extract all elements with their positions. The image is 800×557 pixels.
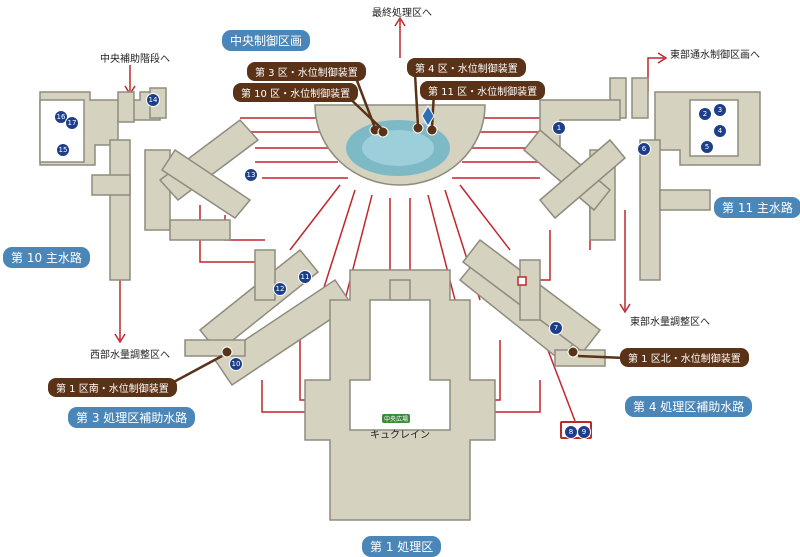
area-label-main-10: 第 10 主水路 (3, 247, 90, 268)
dest-east-channel: 東部通水制御区画へ (670, 50, 760, 61)
marker-1[interactable]: 1 (552, 121, 566, 135)
marker-11[interactable]: 11 (298, 270, 312, 284)
marker-14[interactable]: 14 (146, 93, 160, 107)
dest-west-regulation: 西部水量調整区へ (90, 350, 170, 361)
device-pins (221, 122, 579, 358)
marker-17[interactable]: 17 (65, 116, 79, 130)
dest-east-regulation: 東部水量調整区へ (630, 317, 710, 328)
place-name: キュクレイン (370, 430, 430, 441)
dest-central-stairs: 中央補助階段へ (100, 54, 170, 65)
dest-final: 最終処理区へ (372, 8, 432, 19)
target-square (517, 276, 527, 286)
area-label-zone-1: 第 1 処理区 (362, 536, 442, 557)
corridors (39, 77, 761, 521)
marker-3[interactable]: 3 (713, 103, 727, 117)
area-label-central-control: 中央制御区画 (222, 30, 311, 51)
central-rotunda (314, 104, 486, 186)
marker-2[interactable]: 2 (698, 107, 712, 121)
marker-group-8-9: 8 9 (560, 421, 592, 439)
area-label-aux-3: 第 3 処理区補助水路 (68, 407, 196, 428)
device-label-zone-11: 第 11 区・水位制御装置 (420, 81, 546, 100)
marker-8[interactable]: 8 (564, 425, 578, 439)
device-label-zone-4: 第 4 区・水位制御装置 (407, 58, 526, 77)
crystal-icon (421, 105, 435, 127)
marker-10[interactable]: 10 (229, 357, 243, 371)
marker-13[interactable]: 13 (244, 168, 258, 182)
marker-12[interactable]: 12 (273, 282, 287, 296)
marker-4[interactable]: 4 (713, 124, 727, 138)
device-label-zone-10: 第 10 区・水位制御装置 (233, 83, 359, 102)
marker-6[interactable]: 6 (637, 142, 651, 156)
device-label-zone-1-south: 第 1 区南・水位制御装置 (48, 378, 177, 397)
area-label-main-11: 第 11 主水路 (714, 197, 800, 218)
marker-5[interactable]: 5 (700, 140, 714, 154)
device-label-zone-3: 第 3 区・水位制御装置 (247, 62, 366, 81)
marker-9[interactable]: 9 (577, 425, 591, 439)
marker-15[interactable]: 15 (56, 143, 70, 157)
marker-7[interactable]: 7 (549, 321, 563, 335)
area-label-aux-4: 第 4 処理区補助水路 (625, 396, 753, 417)
device-label-zone-1-north: 第 1 区北・水位制御装置 (620, 348, 749, 367)
place-badge: 中央広場 (382, 414, 411, 423)
